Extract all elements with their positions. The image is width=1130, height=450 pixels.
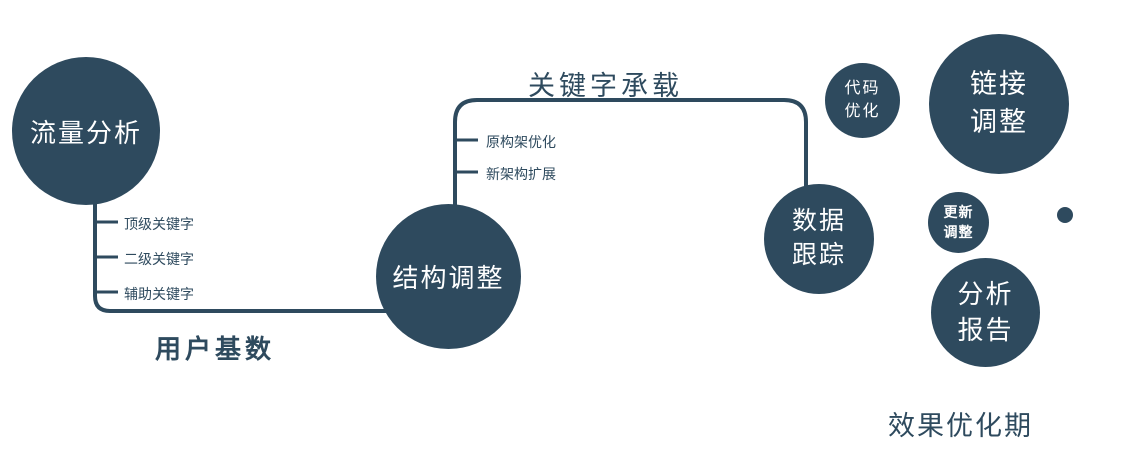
edge-label-keyword-carry: 关键字承载 xyxy=(528,71,683,101)
tick-label-new-architecture-expansion: 新架构扩展 xyxy=(486,166,556,182)
traffic-to-structure-connector xyxy=(93,193,392,313)
tick-label-auxiliary-keywords: 辅助关键字 xyxy=(124,286,194,302)
traffic-tick-marks xyxy=(95,220,118,294)
node-link-adjustment: 链接 调整 xyxy=(929,34,1069,174)
tick-label-original-architecture-optimization: 原构架优化 xyxy=(486,134,556,150)
phase-label-effect-optimization: 效果优化期 xyxy=(888,411,1033,441)
node-update-adjustment: 更新 调整 xyxy=(928,192,989,253)
node-code-optimization: 代码 优化 xyxy=(825,63,900,138)
node-traffic-analysis: 流量分析 xyxy=(12,57,160,205)
node-analysis-report: 分析 报告 xyxy=(931,258,1040,367)
tick-label-secondary-keywords: 二级关键字 xyxy=(124,251,194,267)
edge-label-user-base: 用户基数 xyxy=(155,334,276,364)
node-data-tracking: 数据 跟踪 xyxy=(764,184,874,294)
structure-to-tracking-connector xyxy=(453,98,808,208)
node-structure-adjustment: 结构调整 xyxy=(376,204,521,349)
structure-tick-marks xyxy=(455,138,478,174)
small-dot-marker xyxy=(1057,207,1073,223)
tick-label-top-keywords: 顶级关键字 xyxy=(124,216,194,232)
